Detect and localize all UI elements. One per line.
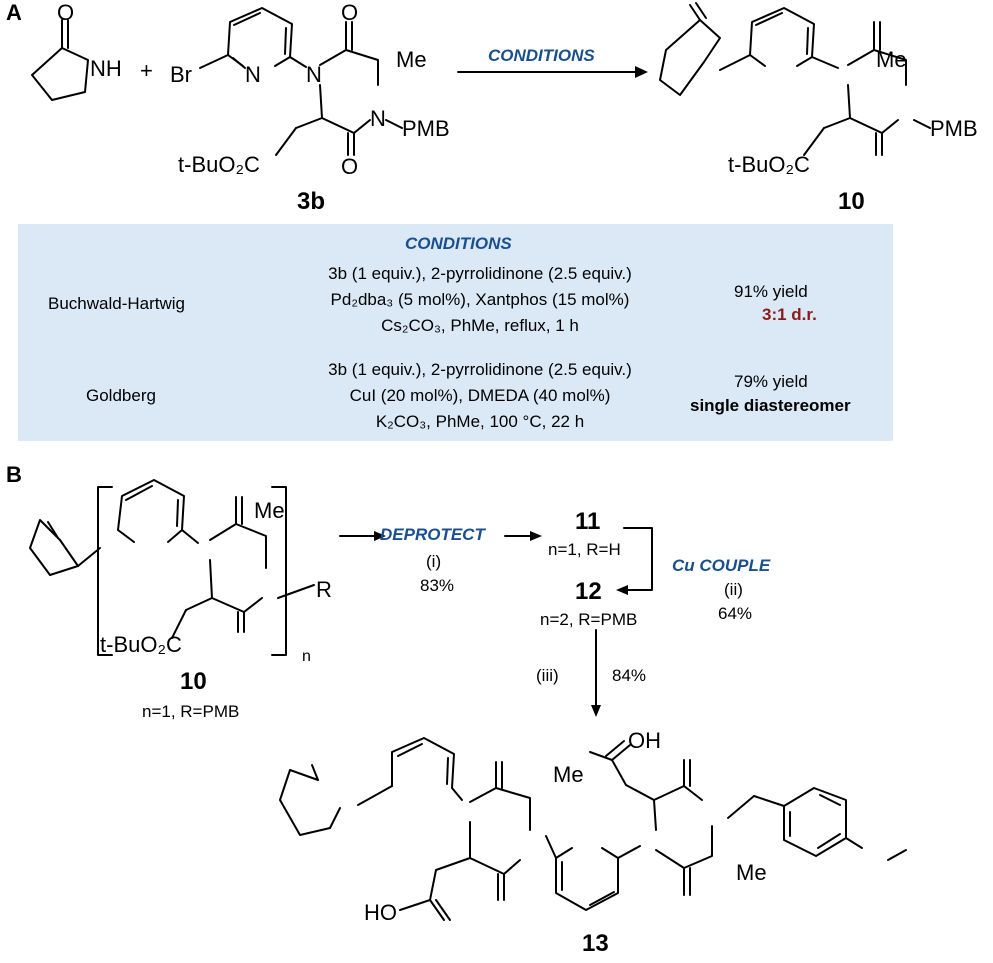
step2-yield: 64% bbox=[718, 604, 753, 623]
compound-3b-label: 3b bbox=[297, 188, 326, 215]
product-me: Me bbox=[876, 47, 907, 72]
step1-label: DEPROTECT bbox=[380, 525, 485, 544]
compound-12-sub: n=2, R=PMB bbox=[540, 610, 638, 629]
compound-3b-structure bbox=[199, 7, 403, 156]
panel-label-a: A bbox=[6, 0, 22, 25]
reactant2-pmb: PMB bbox=[402, 116, 450, 141]
arrow-label-conditions: CONDITIONS bbox=[488, 46, 595, 65]
arrowhead-b3 bbox=[616, 585, 628, 595]
panel-label-b: B bbox=[6, 462, 22, 487]
c13-me-2: Me bbox=[736, 860, 767, 885]
arrowhead-b4 bbox=[591, 705, 601, 717]
reactant2-ester: t-BuO₂C bbox=[178, 152, 260, 177]
compound-10-structure-b bbox=[29, 479, 315, 656]
arrowhead-a bbox=[635, 66, 648, 78]
step2-label: Cu COUPLE bbox=[672, 556, 771, 575]
conditions-box bbox=[18, 224, 893, 441]
pyrrolidinone-structure bbox=[31, 19, 89, 101]
buchwald-dr: 3:1 d.r. bbox=[762, 305, 817, 324]
plus-sign: + bbox=[140, 58, 153, 83]
b10-me: Me bbox=[254, 498, 285, 523]
reactant2-n2: N bbox=[370, 106, 386, 131]
goldberg-line-2: CuI (20 mol%), DMEDA (40 mol%) bbox=[349, 386, 611, 405]
goldberg-note: single diastereomer bbox=[690, 396, 851, 415]
reactant2-br: Br bbox=[170, 62, 192, 87]
reactant2-n1: N bbox=[306, 62, 322, 87]
buchwald-yield: 91% yield bbox=[734, 282, 808, 301]
compound-13-label: 13 bbox=[582, 930, 609, 957]
buchwald-line-1: 3b (1 equiv.), 2-pyrrolidinone (2.5 equi… bbox=[328, 264, 632, 283]
compound-10-label-a: 10 bbox=[838, 188, 865, 215]
step1-num: (i) bbox=[426, 552, 442, 571]
reactant2-me: Me bbox=[396, 47, 427, 72]
method-buchwald: Buchwald-Hartwig bbox=[48, 294, 185, 313]
buchwald-line-3: Cs₂CO₃, PhMe, reflux, 1 h bbox=[381, 316, 579, 335]
method-goldberg: Goldberg bbox=[86, 386, 156, 405]
b10-n: n bbox=[302, 648, 311, 665]
compound-11-sub: n=1, R=H bbox=[548, 540, 621, 559]
b10-ester: t-BuO₂C bbox=[100, 632, 182, 657]
reactant2-o-top: O bbox=[341, 0, 359, 25]
compound-10-sub: n=1, R=PMB bbox=[142, 702, 240, 721]
compound-10-structure-a bbox=[659, 2, 931, 156]
c13-ho-bot: HO bbox=[364, 900, 397, 925]
reactant1-o: O bbox=[57, 0, 75, 25]
c13-me-1: Me bbox=[553, 762, 584, 787]
product-pmb: PMB bbox=[930, 116, 978, 141]
reactant2-n-pyr: N bbox=[245, 62, 261, 87]
compound-11-label: 11 bbox=[575, 508, 601, 535]
c13-oh-top: OH bbox=[628, 728, 661, 753]
compound-13-structure bbox=[279, 737, 907, 921]
step1-yield: 83% bbox=[420, 576, 455, 595]
step2-num: (ii) bbox=[724, 580, 743, 599]
arrowhead-b1 bbox=[374, 531, 386, 541]
reactant1-nh: NH bbox=[90, 56, 122, 81]
goldberg-yield: 79% yield bbox=[734, 372, 808, 391]
step3-yield: 84% bbox=[612, 666, 647, 685]
reactant2-o-bot: O bbox=[341, 154, 359, 179]
conditions-header: CONDITIONS bbox=[405, 234, 512, 253]
step3-num: (iii) bbox=[536, 666, 559, 685]
goldberg-line-1: 3b (1 equiv.), 2-pyrrolidinone (2.5 equi… bbox=[328, 360, 632, 379]
compound-12-label: 12 bbox=[575, 578, 602, 605]
goldberg-line-3: K₂CO₃, PhMe, 100 °C, 22 h bbox=[375, 412, 585, 431]
buchwald-line-2: Pd₂dba₃ (5 mol%), Xantphos (15 mol%) bbox=[330, 290, 630, 309]
b10-r: R bbox=[316, 577, 332, 602]
product-ester: t-BuO₂C bbox=[728, 152, 810, 177]
compound-10-label-b: 10 bbox=[180, 668, 207, 695]
arrowhead-b2 bbox=[530, 531, 542, 541]
